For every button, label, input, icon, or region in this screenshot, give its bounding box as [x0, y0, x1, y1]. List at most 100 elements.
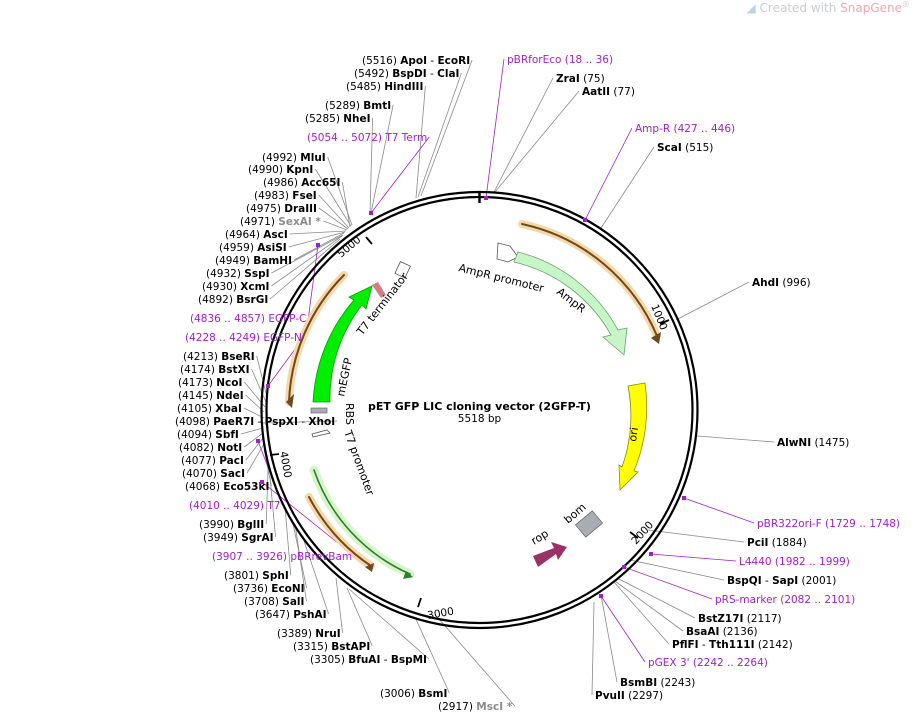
label-leader-line — [600, 595, 646, 663]
label-leader-line — [284, 506, 292, 576]
enzyme-label-nrui: (3389) NruI — [277, 628, 341, 640]
primer-label-l4440: L4440 (1982 .. 1999) — [739, 556, 850, 568]
enzyme-label-bmti: (5289) BmtI — [325, 100, 391, 112]
enzyme-label-ndei: (4145) NdeI — [178, 390, 244, 402]
enzyme-label-bsmi: (3006) BsmI — [380, 688, 447, 700]
label-leader-line — [271, 234, 344, 274]
primer-site-marker — [316, 243, 320, 247]
primer-site-marker — [682, 496, 686, 500]
label-leader-line — [301, 534, 329, 615]
label-leader-line — [683, 497, 755, 524]
primer-label-t7term: (5054 .. 5072) T7 Term — [307, 132, 427, 144]
tick-label-4000: 4000 — [277, 450, 293, 478]
enzyme-label-sali: (3708) SalI — [244, 596, 304, 608]
primer-site-marker — [583, 218, 587, 222]
primer-site-marker — [622, 565, 626, 569]
label-leader-line — [269, 238, 341, 300]
label-leader-line — [614, 580, 684, 632]
label-rbs: RBS — [343, 403, 356, 425]
label-leader-line — [318, 194, 350, 229]
enzyme-label-bspqi: BspQI - SapI (2001) — [727, 575, 836, 587]
enzyme-label-noti: (4082) NotI — [179, 442, 242, 454]
watermark-prefix: Created with — [759, 1, 841, 15]
enzyme-label-xbai: (4105) XbaI — [177, 403, 242, 415]
primer-site-marker — [266, 384, 270, 388]
snapgene-logo-icon: ◢ — [746, 1, 760, 15]
label-leader-line — [369, 117, 373, 215]
enzyme-label-ncoi: (4173) NcoI — [178, 377, 242, 389]
label-leader-line — [370, 104, 394, 214]
enzyme-label-fsei: (4983) FseI — [254, 190, 317, 202]
enzyme-label-hindiii: (5485) HindIII — [346, 81, 423, 93]
label-leader-line — [417, 72, 462, 198]
t7-terminator-mark — [372, 282, 386, 298]
primer-label-egfpc: (4836 .. 4857) EGFP-C — [190, 313, 306, 325]
snapgene-watermark: ◢ Created with SnapGene® — [747, 0, 911, 15]
label-leader-line — [438, 618, 516, 707]
primer-label-pgex3: pGEX 3' (2242 .. 2264) — [648, 657, 768, 669]
watermark-mark: ® — [902, 0, 910, 9]
label-leader-line — [370, 136, 430, 214]
rbs-box — [310, 407, 328, 414]
enzyme-label-apoi: (5516) ApoI - EcoRI — [362, 55, 470, 67]
label-leader-line — [246, 443, 265, 474]
rop-arrow — [533, 542, 567, 567]
tick-marks — [269, 236, 670, 608]
enzyme-label-nhei: (5285) NheI — [305, 113, 371, 125]
primer-site-marker — [260, 480, 264, 484]
label-leader-line — [251, 368, 267, 403]
label-leader-line — [289, 230, 347, 235]
label-leader-line — [318, 207, 349, 230]
enzyme-label-alwni: AlwNI (1475) — [777, 437, 849, 449]
enzyme-label-ahdi: AhdI (996) — [752, 277, 811, 289]
enzyme-label-sgrai: (3949) SgrAI — [203, 532, 274, 544]
t7-terminator-box — [394, 261, 411, 279]
ampr-arrow — [513, 251, 628, 356]
enzyme-label-econi: (3736) EcoNI — [233, 583, 305, 595]
enzyme-label-pflfi: PflFI - Tth111I (2142) — [672, 639, 793, 651]
enzyme-label-msci: (2917) MscI * — [438, 701, 513, 713]
ori-arrow — [618, 382, 648, 491]
label-leader-line — [348, 588, 430, 660]
label-leader-line — [265, 469, 269, 525]
label-leader-line — [485, 58, 505, 199]
label-leader-line — [327, 156, 353, 226]
label-rop: rop — [529, 527, 551, 548]
label-leader-line — [243, 432, 264, 448]
label-leader-line — [613, 581, 670, 645]
t7-promoter-mark — [311, 429, 331, 438]
enzyme-label-aatii: AatII (77) — [582, 86, 635, 98]
bom-box — [575, 510, 603, 538]
primer-site-marker — [484, 196, 488, 200]
enzyme-label-paer7i: (4098) PaeR7I - PspXI - XhoI — [175, 416, 335, 428]
label-leader-line — [269, 476, 276, 538]
enzyme-label-kpni: (4990) KpnI — [248, 164, 313, 176]
primer-label-pbr322orif: pBR322ori-F (1729 .. 1748) — [757, 518, 900, 530]
label-leader-line — [600, 594, 618, 683]
enzyme-label-acc65i: (4986) Acc65I — [263, 177, 340, 189]
enzyme-label-bsrgi: (4892) BsrGI — [198, 294, 268, 306]
label-leader-line — [600, 146, 655, 229]
primer-site-marker — [256, 439, 260, 443]
label-leader-line — [414, 616, 450, 694]
enzyme-label-pshai: (3647) PshAI — [255, 609, 327, 621]
enzyme-label-xcmi: (4930) XcmI — [202, 281, 269, 293]
label-leader-line — [288, 231, 346, 248]
primer-label-egfpn: (4228 .. 4249) EGFP-N — [185, 332, 302, 344]
label-leader-line — [629, 559, 725, 581]
label-t7-promoter: T7 promoter — [341, 428, 377, 498]
enzyme-label-bfuai: (3305) BfuAI - BspMI — [310, 654, 427, 666]
enzyme-label-asisi: (4959) AsiSI — [219, 242, 287, 254]
label-leader-line — [623, 566, 713, 600]
enzyme-label-bsmbi: BsmBI (2243) — [620, 677, 695, 689]
label-leader-line — [647, 529, 745, 543]
enzyme-label-bamhi: (4949) BamHI — [215, 255, 292, 267]
ampr-promoter-arrow — [496, 242, 519, 263]
label-leader-line — [271, 235, 343, 287]
label-leader-line — [493, 77, 554, 193]
enzyme-label-sbfi: (4094) SbfI — [177, 429, 239, 441]
label-leader-line — [696, 435, 775, 443]
enzyme-label-zrai: ZraI (75) — [556, 73, 605, 85]
label-leader-line — [591, 601, 595, 696]
